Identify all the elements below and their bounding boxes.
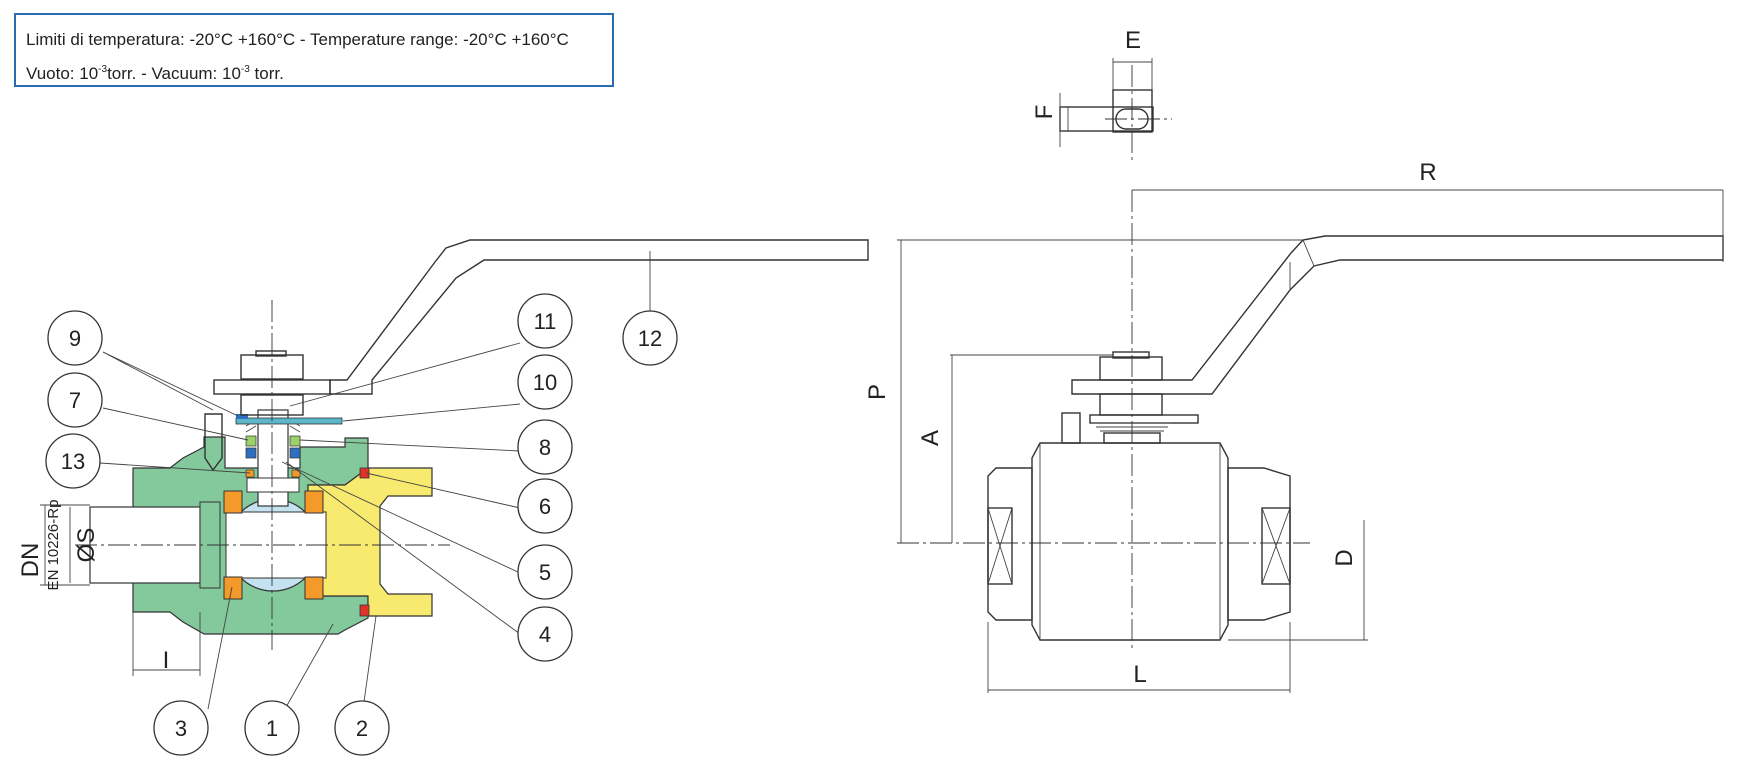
part-1: 1 bbox=[266, 716, 278, 741]
handle-plate bbox=[235, 417, 343, 425]
valve-end-cap bbox=[307, 467, 433, 617]
part-13: 13 bbox=[61, 449, 85, 474]
info-box: Limiti di temperatura: -20°C +160°C - Te… bbox=[14, 13, 614, 87]
part-7: 7 bbox=[69, 388, 81, 413]
gasket-lower bbox=[359, 604, 370, 617]
temperature-range-text: Limiti di temperatura: -20°C +160°C - Te… bbox=[26, 30, 569, 49]
seat-lower-right bbox=[304, 576, 324, 600]
seat-lower-left bbox=[223, 576, 243, 600]
part-3: 3 bbox=[175, 716, 187, 741]
dim-i-label: I bbox=[163, 647, 170, 674]
part-4: 4 bbox=[539, 622, 551, 647]
dim-en-label: EN 10226-Rp bbox=[45, 500, 62, 591]
part-8: 8 bbox=[539, 435, 551, 460]
external-view bbox=[897, 189, 1724, 693]
part-6: 6 bbox=[539, 494, 551, 519]
dim-d-label: D bbox=[1331, 549, 1358, 566]
dim-r-label: R bbox=[1419, 159, 1436, 186]
part-10: 10 bbox=[533, 370, 557, 395]
part-2: 2 bbox=[356, 716, 368, 741]
seat-upper-right bbox=[304, 490, 324, 514]
handle-lever bbox=[329, 239, 869, 395]
dim-dn-label: DN bbox=[17, 543, 44, 578]
dim-e-label: E bbox=[1125, 27, 1141, 54]
leader-lines bbox=[99, 251, 651, 710]
stem-detail bbox=[1059, 58, 1172, 160]
section-view bbox=[40, 239, 869, 676]
dim-s-label: ØS bbox=[73, 528, 100, 563]
dim-p-label: P bbox=[864, 384, 891, 400]
part-11: 11 bbox=[534, 309, 557, 334]
part-9: 9 bbox=[69, 326, 81, 351]
dim-a-label: A bbox=[917, 430, 944, 446]
part-5: 5 bbox=[539, 560, 551, 585]
part-12: 12 bbox=[638, 326, 662, 351]
dim-f-label: F bbox=[1031, 105, 1058, 120]
seat-upper-left bbox=[223, 490, 243, 514]
dim-l-label: L bbox=[1133, 661, 1146, 688]
gasket-upper bbox=[359, 467, 370, 479]
vacuum-text: Vuoto: 10-3torr. - Vacuum: 10-3 torr. bbox=[26, 64, 284, 83]
part-bubbles: 9 7 13 11 10 8 6 5 4 12 3 1 2 bbox=[45, 293, 678, 756]
